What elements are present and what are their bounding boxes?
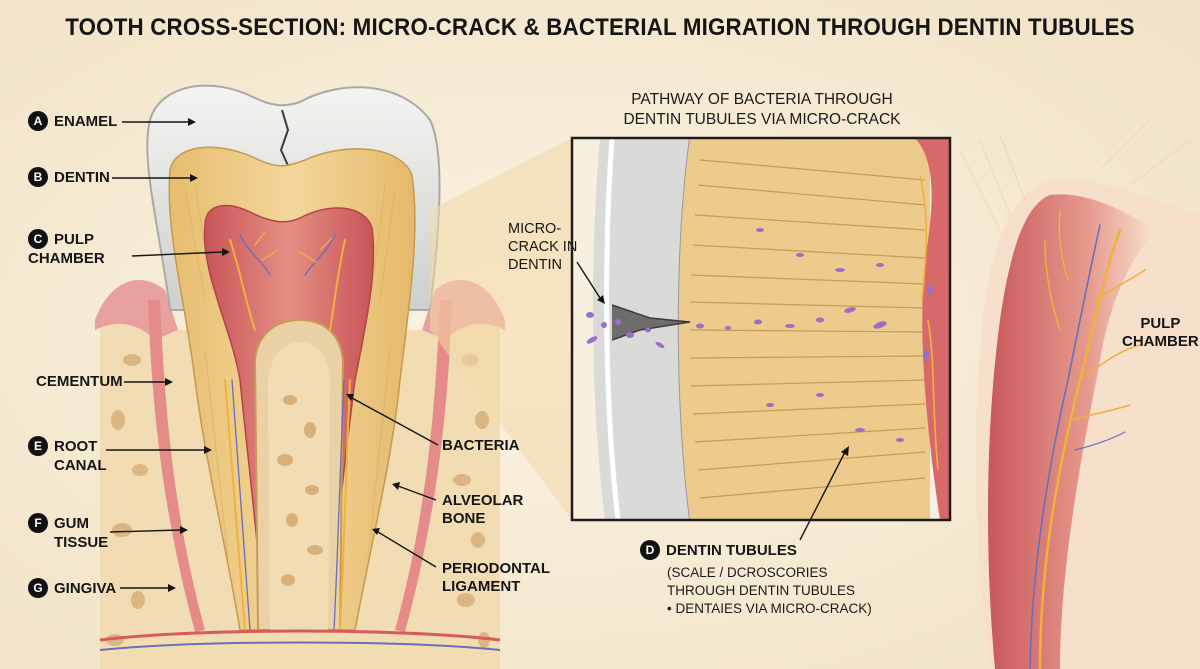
label-micro-crack-line2: CRACK IN [508,239,578,255]
label-periodontal-ligament-line1: PERIODONTAL [442,560,551,577]
badge-g: G [28,578,48,598]
badge-f: F [28,513,48,533]
badge-b: B [28,167,48,187]
leader-lines [106,121,846,589]
inset-title-line2: DENTIN TUBULES VIA MICRO-CRACK [623,111,901,128]
label-dentin-text: DENTIN [54,168,110,186]
label-dentin-tubules-text: DENTIN TUBULES [666,541,797,559]
zoom-beam [430,138,572,520]
label-periodontal-ligament-line2: LIGAMENT [442,578,521,595]
inset-title: PATHWAY OF BACTERIA THROUGH DENTIN TUBUL… [572,90,952,130]
dentin-tubules-note-line3: • DENTAIES VIA MICRO-CRACK) [667,601,872,616]
label-micro-crack-line3: DENTIN [508,257,562,273]
dentin-tubules-note-line2: THROUGH DENTIN TUBULES [667,583,856,598]
label-pulp-chamber-right: PULP CHAMBER [1122,315,1199,351]
label-enamel: A ENAMEL [28,111,118,132]
label-bacteria: BACTERIA [442,437,520,454]
badge-e: E [28,436,48,456]
label-gum-tissue-line2: TISSUE [54,534,109,551]
label-gum-tissue: F GUM TISSUE [28,513,109,552]
badge-c: C [28,229,48,249]
label-gingiva-text: GINGIVA [54,579,117,597]
label-pulp-chamber-line1: PULP [54,230,95,248]
diagram-title: TOOTH CROSS-SECTION: MICRO-CRACK & BACTE… [65,14,1135,41]
right-pulp-illustration [959,119,1200,669]
label-gum-tissue-line1: GUM [54,514,89,532]
label-pulp-chamber-line2: CHAMBER [28,250,105,267]
label-pulp-chamber-right-line1: PULP [1140,315,1181,332]
label-pulp-chamber-right-line2: CHAMBER [1122,333,1199,350]
label-alveolar-bone: ALVEOLAR BONE [442,492,523,528]
label-root-canal-line1: ROOT [54,437,98,455]
inset-magnified-view [572,138,950,520]
label-alveolar-bone-line2: BONE [442,510,486,527]
label-dentin: B DENTIN [28,167,110,188]
label-pulp-chamber: C PULP CHAMBER [28,229,105,268]
label-root-canal-line2: CANAL [54,457,107,474]
inset-frame [570,136,952,522]
dentin-tubules-note-line1: (SCALE / DCROSCORIES [667,565,828,580]
label-micro-crack-line1: MICRO- [508,221,562,237]
badge-d: D [640,540,660,560]
label-dentin-tubules: D DENTIN TUBULES [640,540,797,561]
label-gingiva: G GINGIVA [28,578,117,599]
inset-title-line1: PATHWAY OF BACTERIA THROUGH [631,91,893,108]
badge-a: A [28,111,48,131]
label-micro-crack: MICRO- CRACK IN DENTIN [508,220,577,274]
label-root-canal: E ROOT CANAL [28,436,107,475]
label-alveolar-bone-line1: ALVEOLAR [442,492,524,509]
dentin-tubules-note: (SCALE / DCROSCORIES THROUGH DENTIN TUBU… [667,564,872,618]
label-periodontal-ligament: PERIODONTAL LIGAMENT [442,560,550,596]
label-cementum: CEMENTUM [36,373,123,390]
label-enamel-text: ENAMEL [54,112,118,130]
